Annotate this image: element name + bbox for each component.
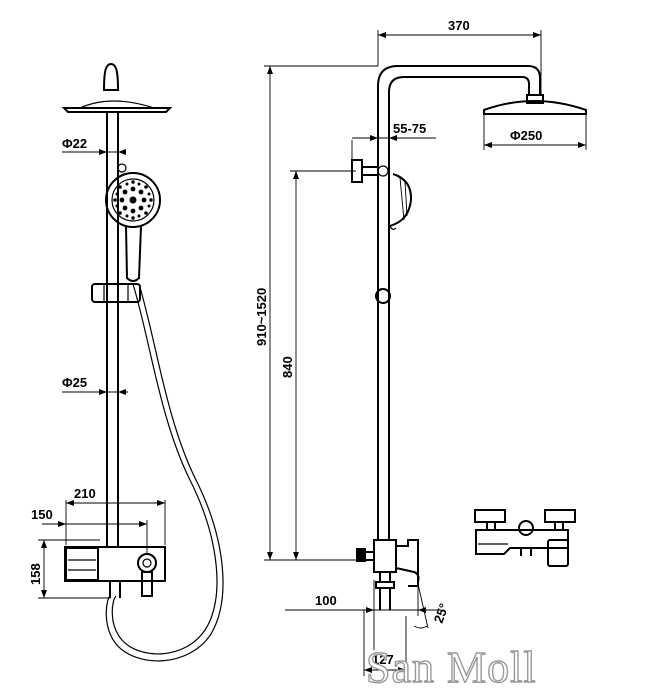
dim-width-150: 150: [31, 507, 53, 522]
front-view: Φ22 Φ25 210 150 158: [28, 62, 224, 662]
dim-width-210: 210: [74, 486, 96, 501]
mixer-handle-block: [65, 547, 99, 581]
dim-total-height: 910~1520: [254, 288, 269, 346]
detail-right-flange: [544, 509, 576, 523]
dim-spout-127: 127: [372, 652, 394, 667]
dim-rail-height: 840: [280, 356, 295, 378]
diverter-side: [396, 539, 419, 587]
detail-body: [475, 529, 569, 555]
dim-head-dia: Φ250: [510, 128, 542, 143]
dim-arm-length: 370: [448, 18, 470, 33]
mixer-body: [64, 546, 166, 582]
arm-inner: [388, 76, 530, 540]
detail-right-knob: [547, 539, 569, 567]
slider-bracket: [91, 283, 141, 303]
brand-watermark: San Moll: [366, 643, 537, 692]
arm-outer: [377, 65, 541, 540]
hand-shower-face: [105, 172, 161, 228]
diverter-knob: [141, 571, 153, 597]
dim-arm-offset: 55-75: [393, 121, 426, 136]
dim-spout-angle: 25°: [431, 601, 452, 625]
hose-inner: [105, 283, 224, 662]
spout-side: [395, 567, 420, 583]
hose-outer: [111, 283, 218, 655]
mixer-side-body: [373, 539, 397, 573]
rain-head-dome: [79, 100, 155, 109]
hand-shower-nozzles: [113, 180, 153, 220]
holder-ring: [117, 163, 127, 173]
hand-shower-inner-ring: [111, 178, 155, 222]
mixer-side-cap: [356, 548, 366, 562]
rain-head-front: [61, 107, 173, 113]
rain-head-side: [483, 100, 587, 115]
head-connector: [102, 62, 120, 91]
hand-shower-handle: [125, 225, 142, 282]
mixer-detail: [474, 509, 576, 567]
hand-shower-side: [389, 173, 413, 227]
dim-pipe-dia-mid: Φ25: [62, 375, 87, 390]
side-view: 370 55-75 Φ250 910~1520 840 10: [254, 18, 587, 676]
head-ball-joint: [526, 94, 544, 104]
detail-left-flange: [474, 509, 506, 523]
dim-pipe-dia-top: Φ22: [62, 136, 87, 151]
dim-spout-100: 100: [315, 593, 337, 608]
dim-height-158: 158: [28, 563, 43, 585]
slider-knob: [375, 288, 391, 304]
mixer-outlet: [137, 553, 157, 573]
detail-outlet: [518, 520, 534, 536]
